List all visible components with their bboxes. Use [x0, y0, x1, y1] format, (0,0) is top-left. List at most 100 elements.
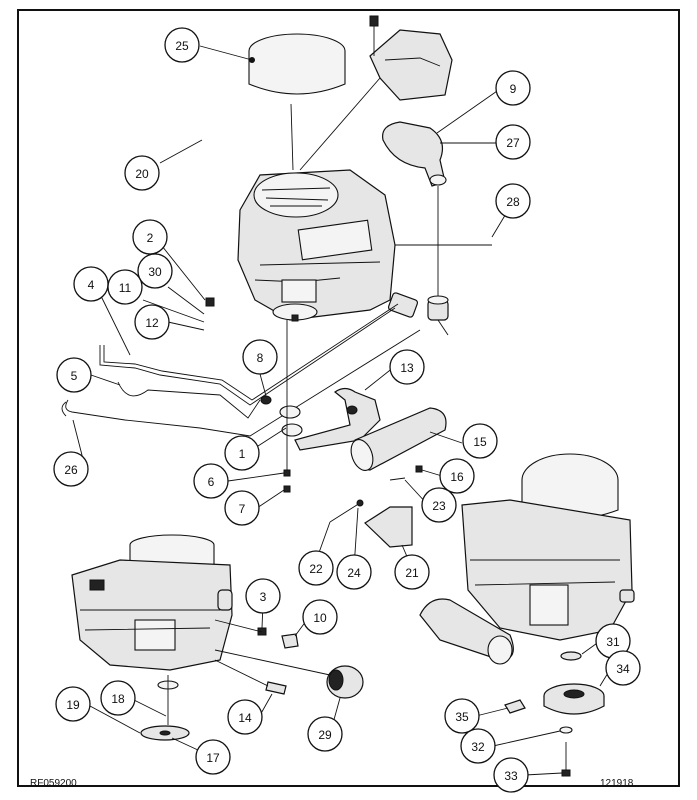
callout-balloon: [389, 349, 425, 385]
callout-24: 24: [336, 554, 372, 590]
fuel-filter-icon: [427, 295, 449, 336]
callout-number: 34: [616, 662, 630, 676]
callout-25: 25: [164, 27, 200, 63]
callout-balloon: [493, 757, 529, 793]
callout-balloon: [224, 435, 260, 471]
callout-balloon: [421, 487, 457, 523]
muffler-icon: [350, 407, 447, 481]
callout-balloon: [124, 155, 160, 191]
callout-number: 1: [239, 447, 246, 461]
callout-balloon: [605, 650, 641, 686]
callout-balloon: [137, 253, 173, 289]
callout-balloon: [132, 219, 168, 255]
callout-number: 16: [450, 470, 464, 484]
callout-number: 33: [504, 769, 518, 783]
callout-balloon: [307, 716, 343, 752]
callout-5: 5: [56, 357, 92, 393]
callout-balloon: [444, 698, 480, 734]
exhaust-gasket-icon: [279, 405, 303, 437]
callout-number: 18: [111, 692, 125, 706]
figure-id: RF059200: [30, 778, 77, 789]
callout-3: 3: [245, 578, 281, 614]
callout-15: 15: [462, 423, 498, 459]
exhaust-pipe-icon: [294, 387, 381, 451]
callout-10: 10: [302, 599, 338, 635]
callout-9: 9: [495, 70, 531, 106]
callout-balloon: [495, 124, 531, 160]
callout-balloon: [336, 554, 372, 590]
callout-16: 16: [439, 458, 475, 494]
callout-30: 30: [137, 253, 173, 289]
callout-number: 27: [506, 136, 520, 150]
leader-lines: [72, 45, 612, 776]
callout-number: 17: [206, 751, 220, 765]
callout-number: 10: [313, 611, 327, 625]
air-cleaner-housing-icon: [299, 15, 453, 171]
callout-balloon: [242, 339, 278, 375]
callout-balloon: [302, 599, 338, 635]
callout-19: 19: [55, 686, 91, 722]
callout-32: 32: [460, 728, 496, 764]
callout-balloon: [394, 554, 430, 590]
oil-drain-fittings-icon: [214, 619, 299, 695]
callout-number: 20: [135, 167, 149, 181]
callout-4: 4: [73, 266, 109, 302]
callout-28: 28: [495, 183, 531, 219]
callout-balloon: [495, 183, 531, 219]
callout-balloon: [73, 266, 109, 302]
figure-date: 121918: [600, 778, 634, 789]
callout-balloon: [462, 423, 498, 459]
engine-top-icon: [205, 169, 396, 322]
callout-13: 13: [389, 349, 425, 385]
pto-clutch-icon: [504, 651, 605, 777]
callout-balloon: [460, 728, 496, 764]
callout-balloon: [224, 490, 260, 526]
callout-number: 22: [309, 562, 323, 576]
callout-6: 6: [193, 463, 229, 499]
callout-balloon: [134, 304, 170, 340]
callout-7: 7: [224, 490, 260, 526]
callout-35: 35: [444, 698, 480, 734]
callout-number: 30: [148, 265, 162, 279]
callout-34: 34: [605, 650, 641, 686]
callout-21: 21: [394, 554, 430, 590]
callout-number: 8: [257, 351, 264, 365]
callout-balloon: [193, 463, 229, 499]
callout-number: 21: [405, 566, 419, 580]
callout-12: 12: [134, 304, 170, 340]
callout-number: 4: [88, 278, 95, 292]
callout-number: 29: [318, 728, 332, 742]
callout-balloon: [298, 550, 334, 586]
callout-number: 24: [347, 566, 361, 580]
callout-number: 32: [471, 740, 485, 754]
callout-number: 6: [208, 475, 215, 489]
callout-number: 26: [64, 463, 78, 477]
callout-balloon: [495, 70, 531, 106]
callout-29: 29: [307, 716, 343, 752]
callout-balloon: [56, 357, 92, 393]
callout-1: 1: [224, 435, 260, 471]
callout-number: 12: [145, 316, 159, 330]
muffler-bracket-icon: [364, 506, 413, 548]
callout-number: 19: [66, 698, 80, 712]
callout-balloon: [245, 578, 281, 614]
callout-8: 8: [242, 339, 278, 375]
muffler-installed-icon: [419, 598, 514, 665]
bolt-icon: [283, 320, 291, 493]
callout-balloon: [195, 739, 231, 775]
intake-elbow-icon: [382, 121, 447, 300]
fuel-lines-icon: [61, 303, 421, 437]
callout-26: 26: [53, 451, 89, 487]
callout-number: 35: [455, 710, 469, 724]
callout-number: 23: [432, 499, 446, 513]
engine-assembled-icon: [461, 453, 635, 641]
oil-filter-icon: [214, 649, 364, 699]
callout-balloon: [227, 699, 263, 735]
callout-number: 15: [473, 435, 487, 449]
callout-number: 9: [510, 82, 517, 96]
callout-number: 13: [400, 361, 414, 375]
callout-11: 11: [107, 269, 143, 305]
callout-number: 25: [175, 39, 189, 53]
pulley-icon: [140, 725, 190, 741]
